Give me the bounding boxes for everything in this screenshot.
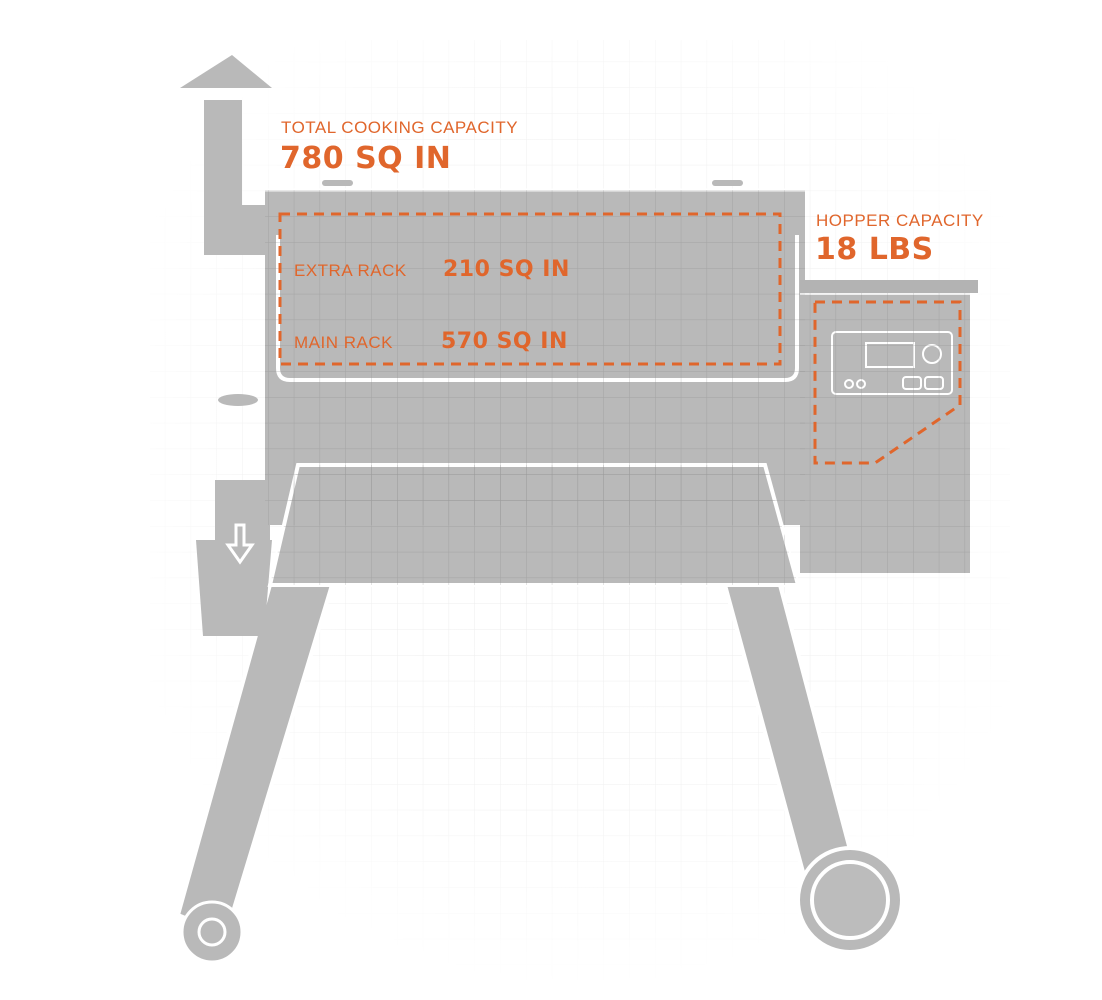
wheels	[180, 846, 904, 964]
hopper-capacity-label: HOPPER CAPACITY	[816, 211, 984, 230]
extra-rack-label: EXTRA RACK	[294, 261, 407, 280]
cooking-area-outline	[278, 212, 782, 366]
main-rack-value: 570 SQ IN	[441, 329, 568, 354]
hopper-capacity-value: 18 LBS	[815, 232, 934, 267]
chimney	[180, 55, 272, 255]
barrel-grid	[265, 190, 970, 585]
main-rack-label: MAIN RACK	[294, 333, 393, 352]
hopper-area-outline	[813, 300, 962, 465]
total-capacity-value: 780 SQ IN	[280, 141, 452, 176]
total-capacity-label: TOTAL COOKING CAPACITY	[281, 118, 519, 137]
extra-rack-value: 210 SQ IN	[443, 257, 570, 282]
grease-bucket	[196, 394, 272, 636]
